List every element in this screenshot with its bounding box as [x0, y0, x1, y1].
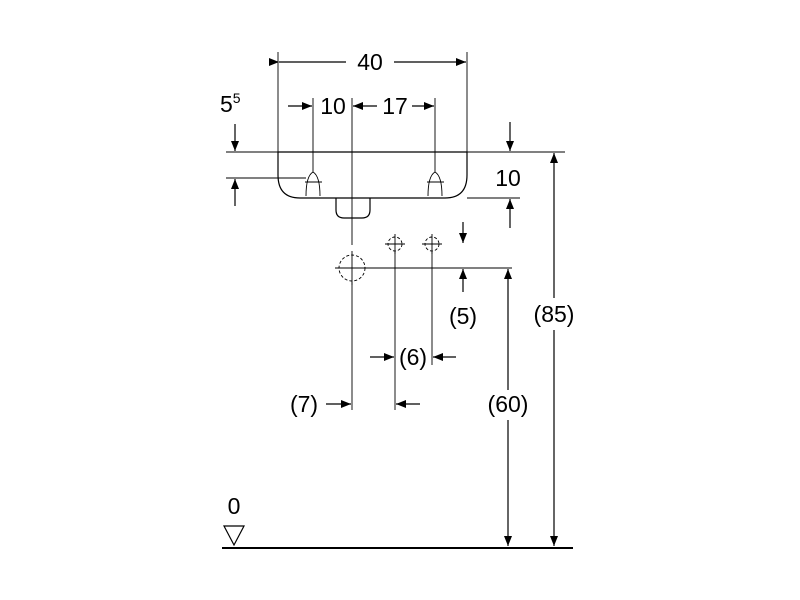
label-basin-height-10: 10 — [495, 165, 521, 191]
valve-symbol-left — [385, 234, 405, 254]
label-drain-below: (5) — [449, 303, 477, 329]
label-left-offset-10: 10 — [320, 93, 346, 119]
valve-symbol-right — [422, 234, 442, 254]
label-top-small-base: 5 — [220, 91, 233, 117]
label-rim-height: (85) — [534, 301, 575, 327]
basin-outline — [277, 151, 468, 219]
drain-symbol — [335, 251, 369, 285]
label-top-small: 55 — [220, 90, 241, 117]
label-drain-offset: (7) — [290, 391, 318, 417]
label-right-offset-17: 17 — [382, 93, 408, 119]
label-top-small-sup: 5 — [233, 90, 241, 106]
label-floor-level: 0 — [228, 493, 241, 519]
label-drain-height: (60) — [488, 391, 529, 417]
floor-level-icon — [223, 525, 245, 547]
label-width-40: 40 — [357, 49, 383, 75]
reference-lines — [226, 52, 565, 410]
label-valve-spacing: (6) — [399, 344, 427, 370]
